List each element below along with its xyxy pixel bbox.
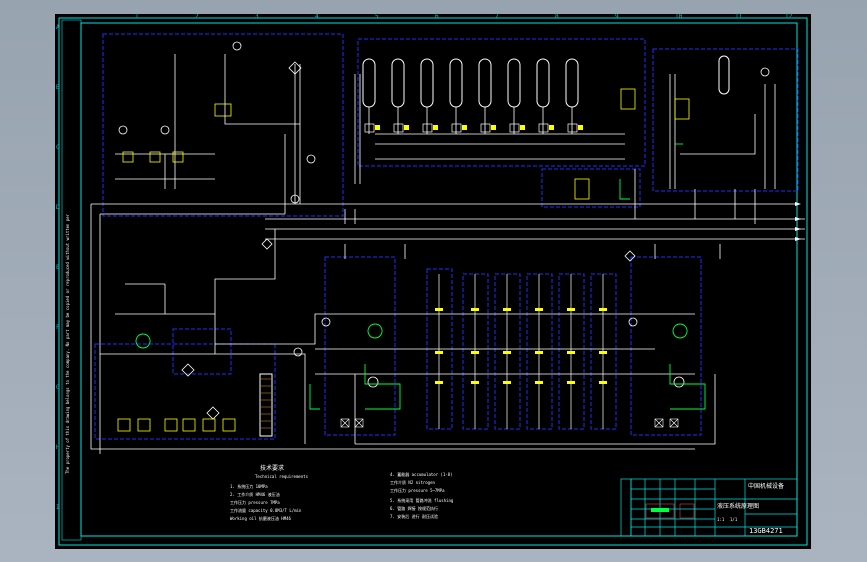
check-valves [340,418,679,428]
accumulator-drops [368,107,573,134]
valve-columns [438,274,604,429]
zone-top-6: 6 [435,13,439,20]
company-name: 中国机械设备 [748,483,785,490]
zone-top-4: 4 [315,13,319,20]
filters [181,61,636,420]
title-block-grid [620,478,798,537]
main-pipes [90,54,805,454]
note-right-6: 7. 安装后 进行 耐压试验 [390,514,439,519]
zone-top-12: 12 [785,13,793,20]
note-left-3: 工作压力 pressure 7MPa [230,500,280,505]
group-boxes [94,33,799,440]
note-right-5: 6. 管路 焊接 按规范执行 [390,506,439,511]
copyright-side-note: The property of this drawing belongs to … [65,214,70,474]
note-right-1: 4. 蓄能器 accumulator (1-8) [390,472,453,477]
note-left-5: Working oil 抗磨液压油 HM46 [230,516,291,521]
green-circuits [135,143,706,410]
note-left-1: 1. 系统压力 10MPa [230,484,268,489]
drawing-sheet: A B C D E F G H I 1 2 3 4 5 6 7 8 9 10 1… [55,13,811,549]
valve-markers [375,125,583,130]
zone-top-1: 1 [135,13,139,20]
schematic-canvas [58,17,808,546]
heat-exchanger [259,373,273,437]
pressure-gauges [118,41,770,388]
outlet-arrows [795,202,801,241]
zone-e: E [56,264,60,271]
zone-c: C [56,144,60,151]
zone-top-8: 8 [555,13,559,20]
note-right-3: 工作压力 pressure 5~7MPa [390,488,445,493]
zone-top-5: 5 [375,13,379,20]
zone-top-3: 3 [255,13,259,20]
title-block-red [645,503,695,519]
outer-border [58,17,808,546]
note-right-4: 5. 系统采用 管路冲洗 flushing [390,498,454,503]
notes-title: 技术要求 [260,465,285,472]
zone-g: G [56,384,60,391]
drawing-sheet-count: 1/1 [730,517,738,522]
pump-units [117,88,690,432]
zone-top-7: 7 [495,13,499,20]
zone-f: F [56,324,60,331]
side-note-frame [61,19,82,541]
zone-b: B [56,84,60,91]
zone-a: A [56,24,60,31]
zone-h: H [56,444,60,451]
column-labels [435,308,607,384]
note-left-4: 工作流量 capacity 0.8M3/T L/min [230,508,302,513]
zone-top-2: 2 [195,13,199,20]
note-right-2: 工作介质 N2 nitrogen [390,480,435,485]
notes-subtitle: Technical requirements [255,474,308,479]
drawing-number: 13GB4271 [749,527,783,535]
heat-exchanger-fins [261,378,271,429]
accumulator-valves [364,123,578,133]
accumulator-bank [362,55,730,108]
zone-top-11: 11 [735,13,743,20]
zone-d: D [56,204,60,211]
zone-top-10: 10 [675,13,683,20]
note-left-2: 2. 工作介质 HM46 液压油 [230,492,280,497]
drawing-title: 液压系统原理图 [717,503,760,510]
zone-top-9: 9 [615,13,619,20]
drawing-scale: 1:1 [717,517,725,522]
zone-i: I [56,504,60,511]
title-block-fill [651,508,669,512]
